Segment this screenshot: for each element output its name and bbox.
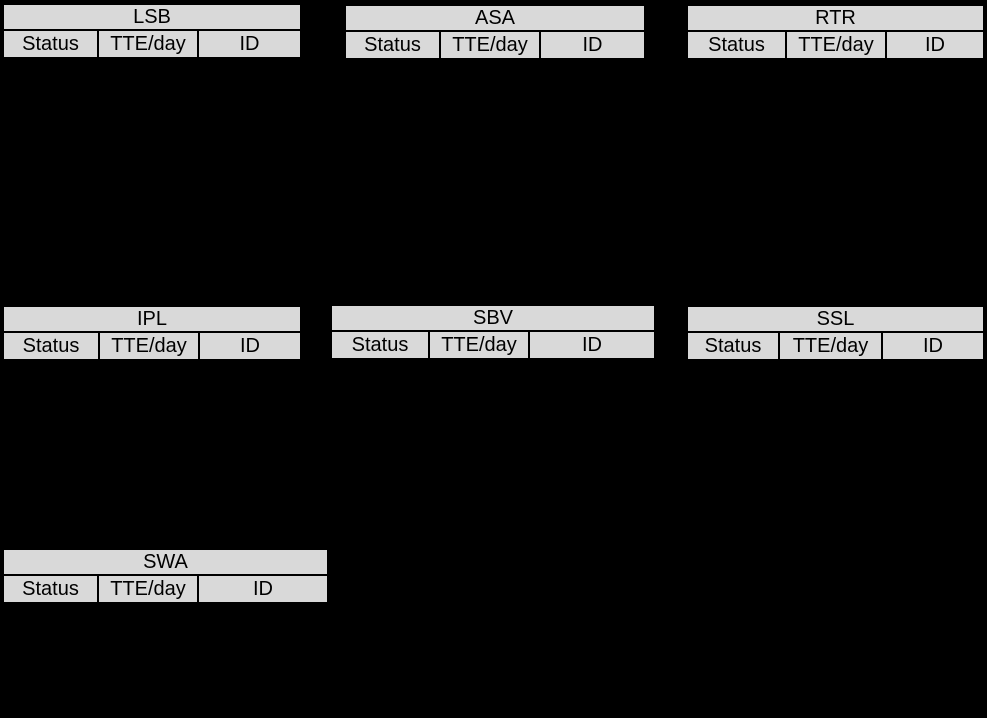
table-title: LSB xyxy=(4,5,300,29)
col-header-id: ID xyxy=(883,333,983,359)
col-header-status: Status xyxy=(4,333,98,359)
table-swa: SWA Status TTE/day ID xyxy=(2,548,329,604)
col-header-id: ID xyxy=(199,576,327,602)
col-header-tte-day: TTE/day xyxy=(787,32,885,58)
table-title: SSL xyxy=(688,307,983,331)
col-header-tte-day: TTE/day xyxy=(100,333,198,359)
col-header-status: Status xyxy=(4,576,97,602)
table-ssl: SSL Status TTE/day ID xyxy=(686,305,985,361)
table-title: ASA xyxy=(346,6,644,30)
col-header-status: Status xyxy=(4,31,97,57)
table-title: RTR xyxy=(688,6,983,30)
col-header-status: Status xyxy=(688,32,785,58)
table-title: IPL xyxy=(4,307,300,331)
table-asa: ASA Status TTE/day ID xyxy=(344,4,646,60)
table-ipl: IPL Status TTE/day ID xyxy=(2,305,302,361)
col-header-id: ID xyxy=(530,332,654,358)
col-header-tte-day: TTE/day xyxy=(99,576,197,602)
col-header-id: ID xyxy=(200,333,300,359)
table-lsb: LSB Status TTE/day ID xyxy=(2,3,302,59)
table-title: SWA xyxy=(4,550,327,574)
col-header-tte-day: TTE/day xyxy=(430,332,528,358)
table-sbv: SBV Status TTE/day ID xyxy=(330,304,656,360)
col-header-tte-day: TTE/day xyxy=(99,31,197,57)
table-title: SBV xyxy=(332,306,654,330)
col-header-id: ID xyxy=(887,32,983,58)
col-header-id: ID xyxy=(199,31,300,57)
table-rtr: RTR Status TTE/day ID xyxy=(686,4,985,60)
col-header-status: Status xyxy=(346,32,439,58)
col-header-tte-day: TTE/day xyxy=(780,333,881,359)
col-header-status: Status xyxy=(332,332,428,358)
col-header-status: Status xyxy=(688,333,778,359)
col-header-tte-day: TTE/day xyxy=(441,32,539,58)
col-header-id: ID xyxy=(541,32,644,58)
